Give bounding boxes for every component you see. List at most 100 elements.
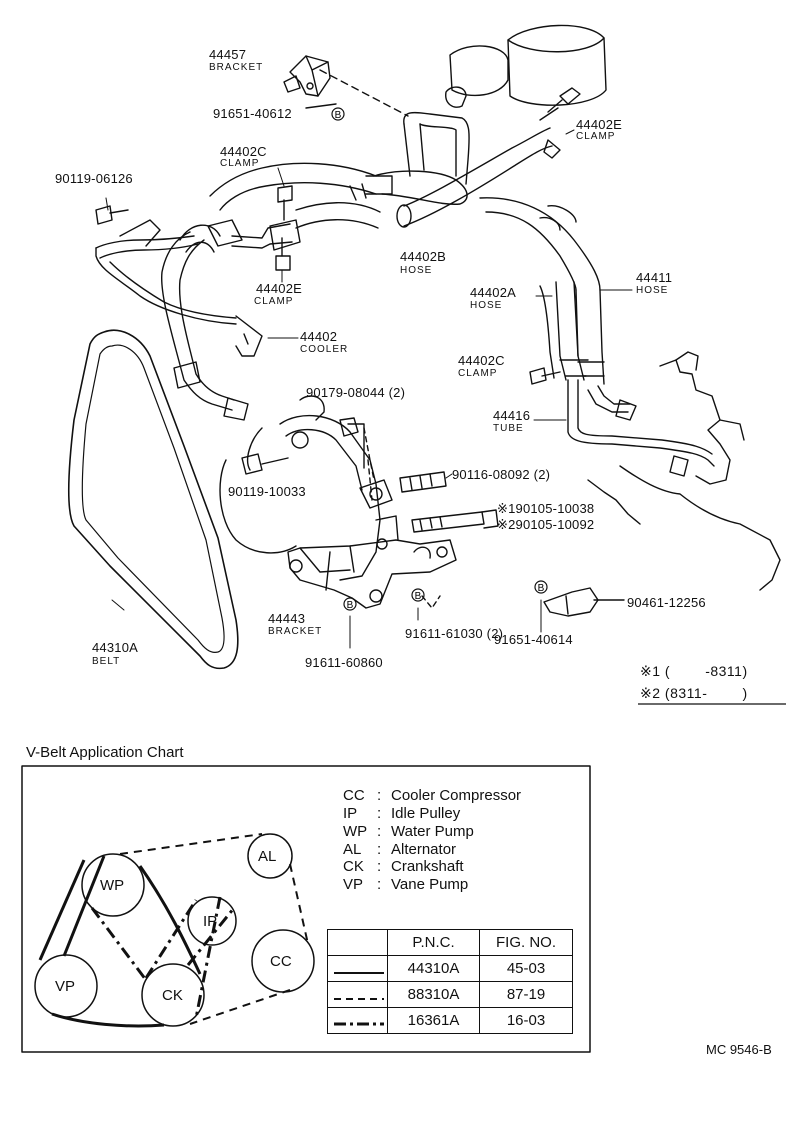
legend-sep: :	[377, 805, 382, 822]
part-number-44457: 44457	[209, 47, 247, 62]
part-name-belt: BELT	[92, 656, 121, 667]
pulley-ip	[187, 896, 237, 946]
legend-code: AL	[343, 841, 362, 858]
note-2-range: (8311- )	[664, 685, 748, 701]
part-name-bracket: BRACKET	[268, 626, 323, 637]
table-cell-line-dashed	[327, 981, 388, 1008]
belt-path-dashdot	[90, 896, 236, 1019]
legend-row-wp: WP:Water Pump	[343, 824, 474, 839]
b-marker-letter: B	[335, 110, 342, 121]
legend-sep: :	[377, 841, 382, 858]
part-number-44416: 44416	[493, 408, 531, 423]
legend-row-ck: CK: Crankshaft	[343, 859, 464, 874]
legend-label: Crankshaft	[391, 858, 464, 875]
b-marker-91651-40614: B	[534, 580, 548, 594]
part-number-44402: 44402	[300, 329, 338, 344]
part-number-44402C: 44402C	[220, 144, 267, 159]
pulley-wp	[81, 853, 145, 917]
legend-row-cc: CC: Cooler Compressor	[343, 788, 521, 803]
note-1-mark: ※1	[640, 663, 661, 679]
part-name-clamp: CLAMP	[220, 158, 260, 169]
pulley-al	[247, 833, 293, 879]
part-number-44402E: 44402E	[256, 281, 303, 296]
figure-code: MC 9546-B	[706, 1042, 772, 1057]
table-header-row: P.N.C. FIG. NO.	[327, 929, 573, 956]
legend-row-vp: VP:Vane Pump	[343, 877, 468, 892]
table-cell-fig: 87-19	[479, 981, 573, 1008]
bracket-44457-drawing	[283, 55, 331, 97]
table-header-pnc: P.N.C.	[387, 929, 480, 956]
belt-path-dashed	[119, 833, 309, 1025]
legend-code: WP	[343, 823, 368, 840]
leader-dashed-bracket	[319, 69, 409, 117]
part-number-44411: 44411	[636, 270, 673, 285]
part-number-91611-61030: 91611-61030 (2)	[405, 626, 504, 641]
part-number-44402B: 44402B	[400, 249, 447, 264]
pulley-label-cc: CC	[270, 953, 292, 970]
legend-code: CC	[343, 787, 365, 804]
part-number-44402E: 44402E	[576, 117, 623, 132]
legend-sep: :	[377, 858, 382, 875]
note-2-mark: ※2	[640, 685, 661, 701]
part-number-44402C: 44402C	[458, 353, 505, 368]
legend-sep: :	[377, 787, 382, 804]
part-number-91651-40614: 91651-40614	[494, 632, 573, 647]
part-number-90116-08092: 90116-08092 (2)	[452, 467, 551, 482]
part-name-hose: HOSE	[636, 285, 669, 296]
part-number-90119-06126: 90119-06126	[55, 171, 133, 186]
belt-44310A-drawing	[67, 329, 239, 670]
part-number-44402A: 44402A	[470, 285, 517, 300]
part-number-90105-10038: ※190105-10038	[497, 501, 595, 516]
part-name-tube: TUBE	[493, 423, 524, 434]
table-row: 16361A 16-03	[327, 1007, 573, 1034]
table-cell-line-solid	[327, 955, 388, 982]
note-1: ※1 ( -8311)	[640, 664, 748, 678]
chart-title: V-Belt Application Chart	[26, 744, 184, 761]
pulley-label-al: AL	[258, 848, 277, 865]
leader-lines	[105, 129, 633, 649]
table-cell-pnc: 88310A	[387, 981, 480, 1008]
legend-label: Vane Pump	[391, 876, 469, 893]
dashed-leaders	[363, 427, 441, 609]
pulley-diagram	[34, 833, 315, 1028]
legend-code: CK	[343, 858, 364, 875]
note-2: ※2 (8311- )	[640, 686, 748, 700]
legend-row-al: AL:Alternator	[343, 842, 456, 857]
pulley-label-ck: CK	[162, 987, 183, 1004]
b-marker-91611-60860: B	[343, 597, 357, 611]
table-cell-fig: 45-03	[479, 955, 573, 982]
part-number-90179-08044: 90179-08044 (2)	[306, 385, 406, 400]
pulley-label-ip: IP	[203, 913, 218, 930]
chart-frame	[21, 765, 591, 1053]
legend-sep: :	[377, 876, 382, 893]
legend-label: Cooler Compressor	[391, 787, 522, 804]
table-row: 88310A 87-19	[327, 981, 573, 1008]
legend-label: Idle Pulley	[391, 805, 461, 822]
part-number-44443: 44443	[268, 611, 306, 626]
b-marker-91611-61030: B	[411, 588, 425, 602]
fasteners-drawing	[95, 103, 625, 617]
legend-row-ip: IP:Idle Pulley	[343, 806, 460, 821]
b-marker-91651-40612: B	[331, 107, 345, 121]
belt-path-solid	[38, 855, 202, 1028]
table-cell-pnc: 44310A	[387, 955, 480, 982]
part-number-44310A: 44310A	[92, 640, 139, 655]
part-number-91651-40612: 91651-40612	[213, 106, 292, 121]
part-name-cooler: COOLER	[300, 344, 349, 355]
legend-label: Water Pump	[391, 823, 474, 840]
table-cell-fig: 16-03	[479, 1007, 573, 1034]
part-number-90461-12256: 90461-12256	[627, 595, 706, 610]
note-1-range: ( -8311)	[664, 663, 748, 679]
steering-gear-drawing	[587, 351, 781, 591]
reservoir-tank-drawing	[445, 24, 607, 121]
part-number-90119-10033: 90119-10033	[228, 484, 306, 499]
table-row: 44310A 45-03	[327, 955, 573, 982]
pump-bracket-drawing	[219, 395, 457, 609]
pulley-label-vp: VP	[55, 978, 76, 995]
b-marker-letter: B	[538, 583, 545, 594]
part-name-clamp: CLAMP	[254, 296, 294, 307]
part-number-91611-60860: 91611-60860	[305, 655, 383, 670]
b-marker-letter: B	[415, 591, 422, 602]
